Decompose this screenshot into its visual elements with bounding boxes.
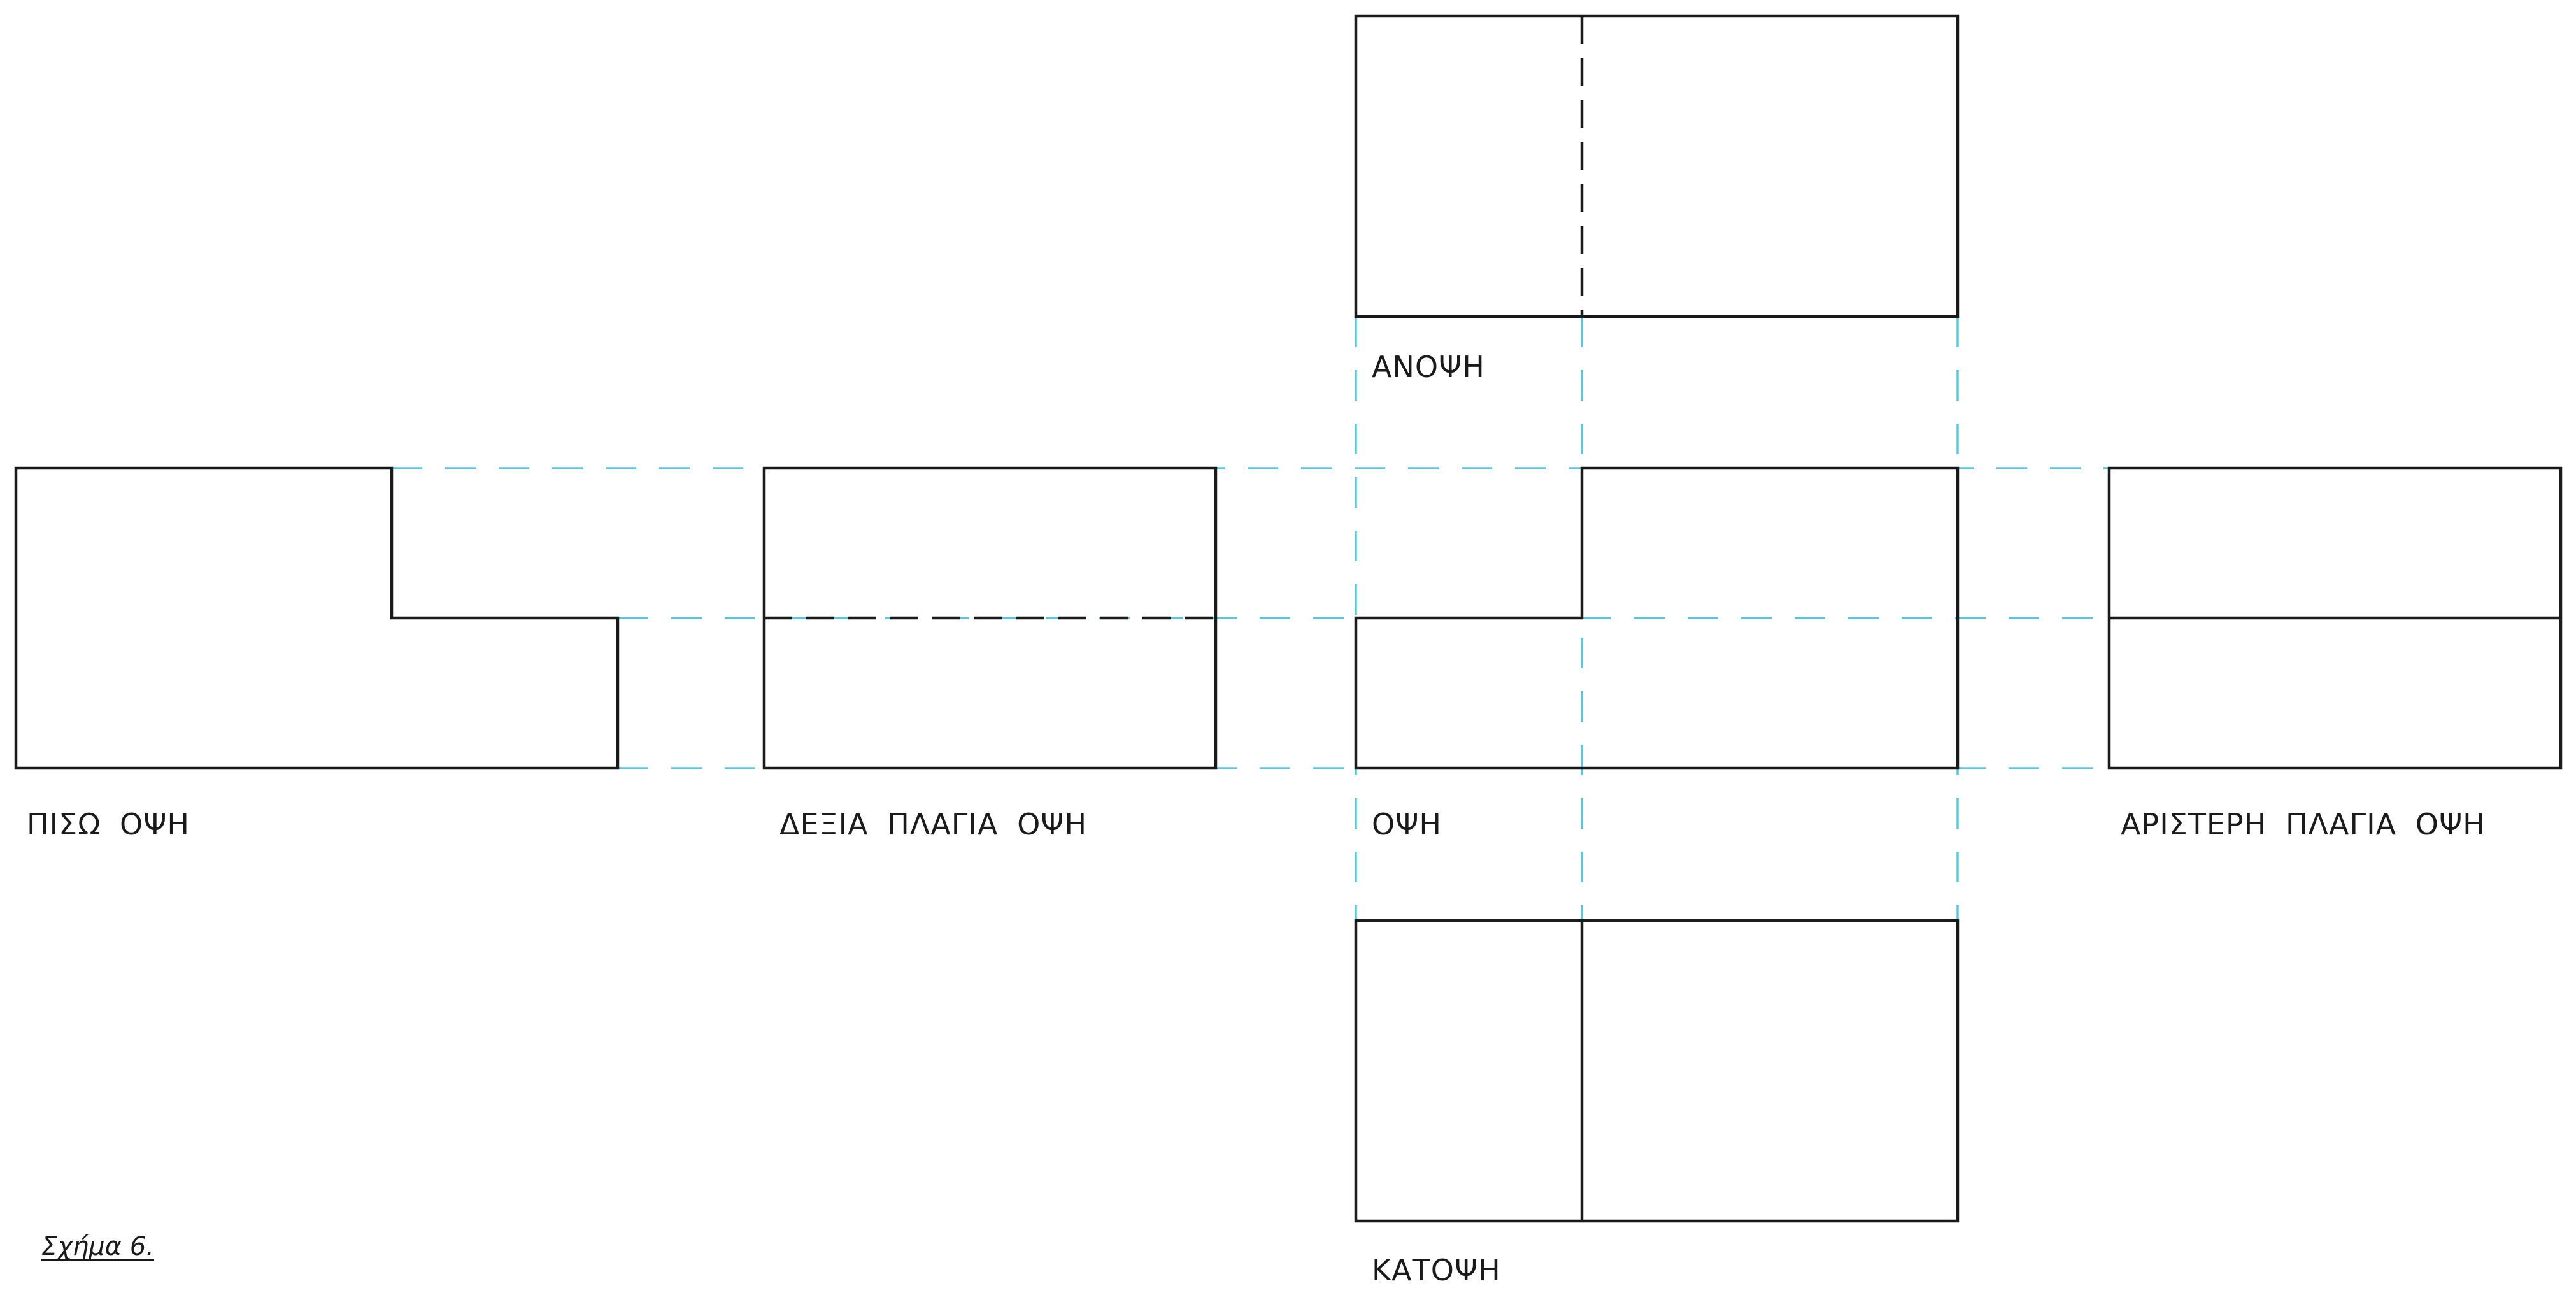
view-top-outline bbox=[1354, 14, 1960, 318]
figure-caption: Σχήμα 6. bbox=[41, 1232, 154, 1261]
view-front-outline bbox=[1354, 466, 1960, 770]
projection-lines bbox=[392, 317, 2109, 920]
view-top-label: ΑΝΟΨΗ bbox=[1372, 350, 1485, 384]
view-left-side: ΑΡΙΣΤΕΡΗ ΠΛΑΓΙΑ ΟΨΗ bbox=[2107, 466, 2563, 841]
view-back-label: ΠΙΣΩ ΟΨΗ bbox=[27, 807, 190, 841]
view-top: ΑΝΟΨΗ bbox=[1354, 14, 1960, 384]
view-front: ΟΨΗ bbox=[1354, 466, 1960, 841]
view-right-side-label: ΔΕΞΙΑ ΠΛΑΓΙΑ ΟΨΗ bbox=[779, 807, 1087, 841]
view-back-outline bbox=[14, 466, 620, 770]
view-right-side: ΔΕΞΙΑ ΠΛΑΓΙΑ ΟΨΗ bbox=[762, 466, 1218, 841]
view-bottom-outline bbox=[1354, 919, 1960, 1223]
view-front-label: ΟΨΗ bbox=[1372, 807, 1442, 841]
view-bottom: ΚΑΤΟΨΗ bbox=[1354, 919, 1960, 1287]
view-bottom-label: ΚΑΤΟΨΗ bbox=[1372, 1253, 1501, 1287]
figure-caption-group: Σχήμα 6. bbox=[41, 1232, 154, 1261]
view-back: ΠΙΣΩ ΟΨΗ bbox=[14, 466, 620, 841]
view-left-side-label: ΑΡΙΣΤΕΡΗ ΠΛΑΓΙΑ ΟΨΗ bbox=[2121, 807, 2486, 841]
